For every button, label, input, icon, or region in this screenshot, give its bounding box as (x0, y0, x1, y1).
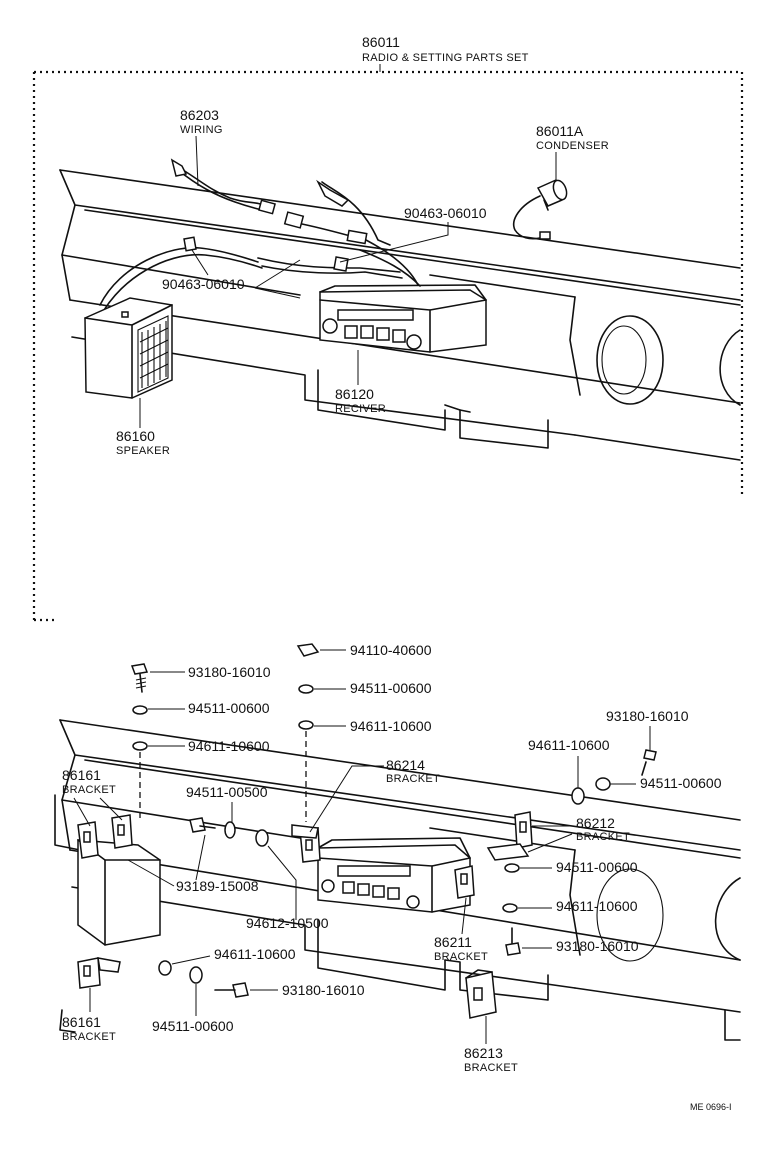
receiver-number: 86120 (335, 386, 374, 402)
bolt-right-lower-number: 93180-16010 (556, 938, 639, 954)
bracket-center (291, 824, 321, 863)
lockwasher-top-left-number: 94611-10600 (188, 738, 270, 754)
receiver-unit (319, 284, 487, 353)
bracket-center-number: 86214 (386, 757, 425, 773)
lockwasher-top-center-number: 94611-10600 (350, 718, 432, 734)
washer-center-number: 94612-10500 (246, 915, 329, 931)
condenser (513, 179, 568, 240)
bracket-left-upper (77, 814, 161, 946)
lockwasher-right-number: 94611-10600 (528, 737, 610, 753)
receiver-bracket-leader (461, 897, 467, 935)
receiver-bracket (454, 865, 475, 899)
screw-right-leader (339, 222, 449, 263)
bracket-right-name: BRACKET (576, 831, 630, 843)
screw-left-number: 90463-06010 (162, 276, 245, 292)
set-number: 86011 (362, 34, 400, 50)
receiver-name: RECIVER (335, 403, 386, 415)
lockwasher-lower-left-leader (171, 955, 211, 965)
fasteners (130, 643, 657, 998)
figure-code: ME 0696-I (690, 1102, 732, 1112)
dashboard-lower (59, 719, 741, 1013)
speaker-name: SPEAKER (116, 445, 170, 457)
bracket-left-lower-number: 86161 (62, 1014, 101, 1030)
bracket-left-upper-name: BRACKET (62, 784, 116, 796)
bracket-left-upper-number: 86161 (62, 767, 101, 783)
bracket-right (486, 811, 533, 861)
bracket-left-upper-leader (73, 797, 123, 827)
screw-left-lower-leader (127, 834, 206, 887)
set-name: RADIO & SETTING PARTS SET (362, 52, 529, 64)
lockwasher-lower-left-number: 94611-10600 (214, 946, 296, 962)
receiver-bracket-number: 86211 (434, 934, 472, 950)
dashboard-upper (59, 169, 741, 461)
screw-left-leader (191, 249, 301, 299)
lower-frame-edges (54, 794, 741, 1041)
bracket-left-lower (77, 957, 121, 989)
bracket-bottom (465, 969, 497, 1019)
nut-number: 94110-40600 (350, 642, 432, 658)
speaker-number: 86160 (116, 428, 155, 444)
condenser-number: 86011A (536, 123, 584, 139)
washer-mid-left-number: 94511-00500 (186, 784, 268, 800)
speaker-unit (84, 297, 173, 399)
receiver-bracket-name: BRACKET (434, 951, 488, 963)
washer-top-center-number: 94511-00600 (350, 680, 432, 696)
set-boundary-frame (32, 70, 744, 622)
bolt-lower-number: 93180-16010 (282, 982, 365, 998)
washer-lower-left-number: 94511-00600 (152, 1018, 234, 1034)
bolt-right-number: 93180-16010 (606, 708, 689, 724)
wiring-name: WIRING (180, 124, 223, 136)
washer-top-left-number: 94511-00600 (188, 700, 270, 716)
bracket-bottom-number: 86213 (464, 1045, 503, 1061)
washer-right-lower-number: 94511-00600 (556, 859, 638, 875)
bracket-right-number: 86212 (576, 815, 615, 831)
washer-right-number: 94511-00600 (640, 775, 722, 791)
bracket-center-name: BRACKET (386, 773, 440, 785)
wiring-number: 86203 (180, 107, 219, 123)
receiver-lower (317, 837, 471, 913)
bracket-left-lower-name: BRACKET (62, 1031, 116, 1043)
bolt-top-left-number: 93180-16010 (188, 664, 271, 680)
wiring-leader (195, 135, 199, 187)
screw-left-lower-number: 93189-15008 (176, 878, 259, 894)
washer-center-leader (267, 845, 297, 920)
lockwasher-right-lower-number: 94611-10600 (556, 898, 638, 914)
bracket-bottom-name: BRACKET (464, 1062, 518, 1074)
bracket-center-leader (309, 765, 384, 833)
screw-right-number: 90463-06010 (404, 205, 487, 221)
condenser-name: CONDENSER (536, 140, 609, 152)
bracket-right-leader (527, 825, 573, 853)
